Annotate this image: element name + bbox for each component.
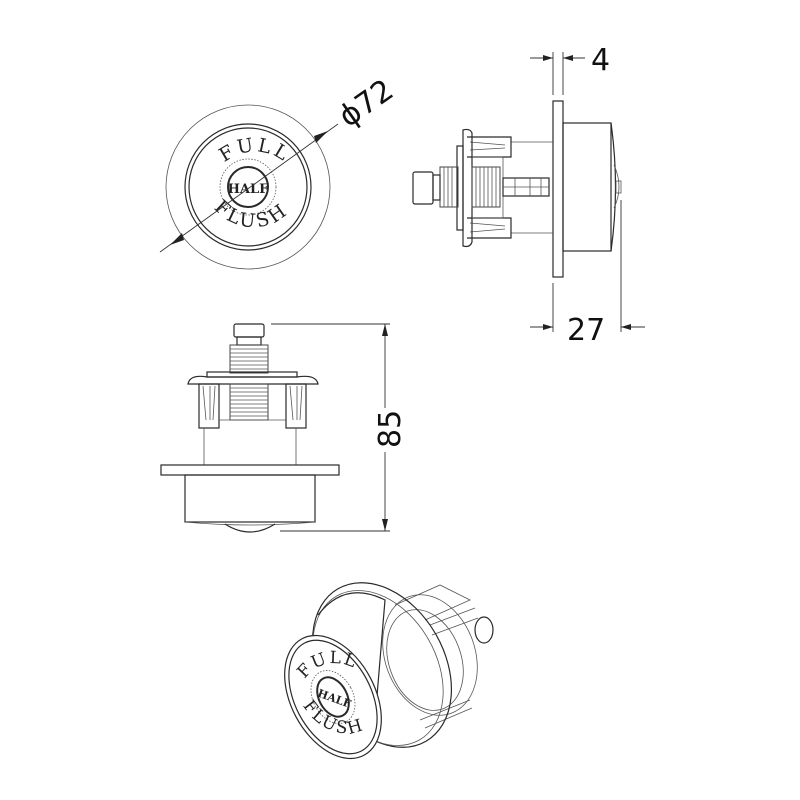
label-flush: FLUSH — [210, 196, 293, 233]
dome-cap — [224, 523, 276, 533]
dome-cap — [613, 164, 620, 209]
outer-rim — [165, 104, 331, 270]
dome-edge — [184, 521, 316, 526]
arrow-icon — [314, 131, 328, 143]
isometric-view: FULL FLUSH HALF — [284, 582, 494, 760]
arrow-icon — [382, 324, 388, 336]
arrow-icon — [170, 233, 184, 245]
arrow-icon — [382, 519, 388, 531]
flange — [160, 464, 340, 476]
nut — [456, 145, 464, 231]
clip-leg-top — [394, 584, 471, 621]
clip-slots — [469, 141, 506, 233]
rod-detail — [503, 178, 549, 196]
plunger-tip — [474, 616, 494, 644]
thread-ridges — [230, 387, 268, 417]
flange-thickness-label: 4 — [591, 43, 610, 78]
side-view-bottom: 85 — [160, 323, 408, 533]
clip-leg-top — [467, 136, 512, 158]
collar — [187, 375, 319, 385]
thread-upper — [229, 344, 269, 374]
depth-label: 27 — [567, 313, 605, 348]
button-body — [184, 474, 316, 523]
diameter-leader-line — [159, 123, 339, 253]
plunger-tip — [233, 323, 265, 338]
flange — [552, 100, 564, 278]
button-ring — [288, 639, 378, 755]
clip-slots — [202, 385, 303, 421]
diameter-label: ϕ72 — [333, 73, 401, 135]
thread-lower — [229, 383, 269, 421]
height-label: 85 — [373, 410, 408, 448]
half-ring-dashed — [310, 670, 356, 724]
arrow-icon — [543, 55, 553, 61]
arrow-icon — [563, 55, 573, 61]
button-ring-outer — [184, 123, 312, 251]
half-button — [316, 676, 350, 718]
rear-frame-inner — [386, 609, 464, 711]
front-view: FULL FLUSH HALF ϕ72 — [159, 73, 401, 270]
side-view-right: 4 27 — [412, 43, 645, 348]
collar — [462, 128, 473, 248]
plunger-neck — [236, 336, 262, 346]
clip-leg-bottom — [419, 699, 473, 729]
arrow-icon — [621, 324, 631, 330]
rear-frame — [382, 594, 478, 716]
button-face — [284, 634, 382, 760]
clip-leg-right — [285, 383, 307, 429]
clip-leg-bottom — [467, 217, 512, 239]
button-body — [562, 122, 612, 252]
thread-left — [439, 166, 459, 208]
half-button — [227, 166, 269, 208]
dome-nub — [615, 180, 622, 194]
half-ring-dashed — [219, 158, 277, 216]
thread-ridges — [443, 167, 497, 207]
thread-ridges — [230, 348, 268, 370]
plunger-tip — [412, 171, 434, 205]
button-ring-inner — [188, 127, 308, 247]
plunger-neck — [432, 174, 441, 201]
thread-right — [471, 166, 501, 208]
dome-edge — [610, 122, 617, 252]
clip-slots — [429, 607, 479, 636]
clip-leg-left — [198, 383, 220, 429]
label-half: HALF — [228, 182, 270, 197]
arrow-icon — [543, 324, 553, 330]
